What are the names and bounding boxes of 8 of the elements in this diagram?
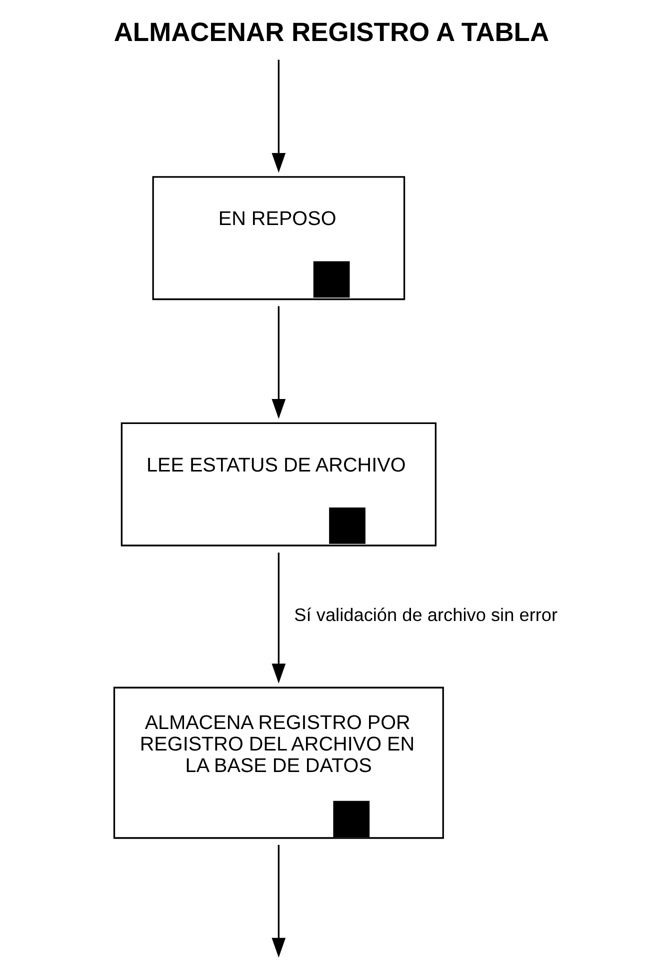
arrow [271, 844, 286, 958]
arrow [271, 60, 286, 173]
arrow [271, 552, 286, 684]
node-box: EN REPOSO [152, 176, 405, 300]
arrow [271, 306, 286, 419]
edge-label: Sí validación de archivo sin error [294, 605, 558, 626]
node-box: LEE ESTATUS DE ARCHIVO [120, 422, 436, 546]
diagram-title: ALMACENAR REGISTRO A TABLA [113, 17, 549, 48]
